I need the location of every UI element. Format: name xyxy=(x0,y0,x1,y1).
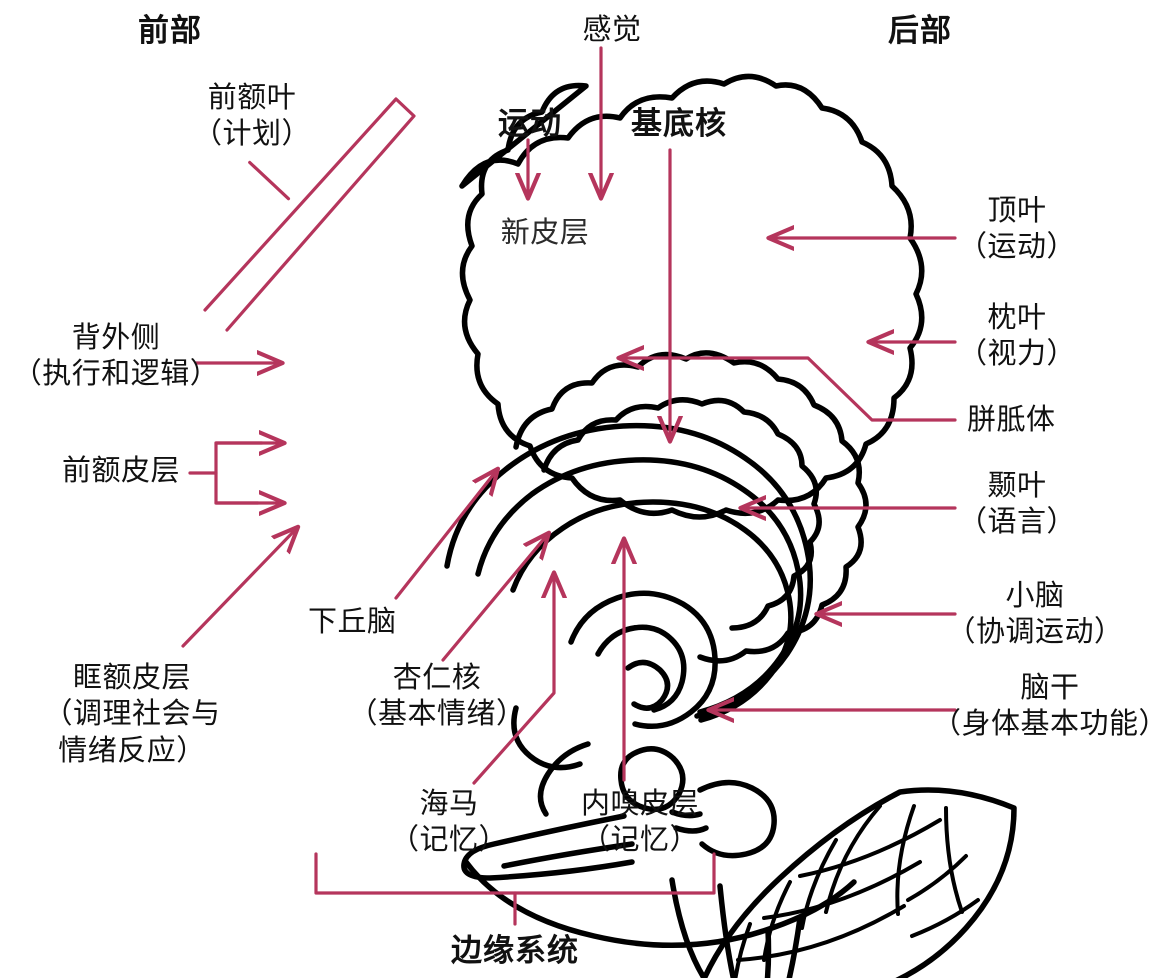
label-parietal-lobe-function: （运动） xyxy=(957,231,1077,264)
label-brainstem-function: （身体基本功能） xyxy=(931,708,1169,741)
thalamus-curl-outer xyxy=(568,590,718,729)
label-parietal-lobe: 顶叶 （运动） xyxy=(958,193,1076,266)
label-temporal-lobe: 颞叶 （语言） xyxy=(958,468,1076,541)
leader-limbic-bracket xyxy=(314,852,716,895)
label-hippocampus: 海马 （记忆） xyxy=(390,786,508,859)
label-entorhinal-cortex-title: 内嗅皮层 xyxy=(580,788,700,820)
label-sensory: 感觉 xyxy=(582,14,642,46)
label-hypothalamus: 下丘脑 xyxy=(308,606,397,638)
label-orbitofrontal-cortex-function-1: （调理社会与 xyxy=(43,698,221,731)
label-front-orientation: 前部 xyxy=(138,13,202,48)
label-orbitofrontal-cortex: 眶额皮层 （调理社会与 情绪反应） xyxy=(43,660,220,769)
label-hippocampus-title: 海马 xyxy=(419,788,479,820)
hypothalamus-bulb xyxy=(618,746,686,813)
cerebral-cortex-outline xyxy=(459,73,925,520)
leader-hypothalamus xyxy=(394,470,497,600)
label-occipital-lobe: 枕叶 （视力） xyxy=(958,300,1076,373)
cerebellum-outline xyxy=(701,787,1017,978)
label-temporal-lobe-function: （语言） xyxy=(957,506,1077,539)
label-corpus-callosum: 胼胝体 xyxy=(967,404,1056,436)
label-brainstem-title: 脑干 xyxy=(1020,672,1080,704)
brain-outline-group xyxy=(444,73,1017,978)
label-back-orientation: 后部 xyxy=(888,13,952,48)
label-dorsolateral: 背外侧 （执行和逻辑） xyxy=(13,320,220,393)
label-hippocampus-function: （记忆） xyxy=(389,824,509,857)
cingulate-gyrus-inner xyxy=(541,397,822,631)
midbrain-tongue-lower xyxy=(501,841,635,869)
label-motor: 运动 xyxy=(498,106,562,141)
midbrain-tongue xyxy=(461,813,635,881)
corpus-callosum-outer xyxy=(444,422,814,719)
pituitary-stalk xyxy=(669,809,703,819)
brainstem-left xyxy=(669,877,708,978)
label-limbic-system: 边缘系统 xyxy=(451,933,579,968)
label-prefrontal-lobe: 前额叶 （计划） xyxy=(193,80,311,153)
label-occipital-lobe-title: 枕叶 xyxy=(987,302,1047,334)
leader-orbitofrontal-cortex xyxy=(181,528,297,648)
anterior-commissure xyxy=(537,741,591,817)
label-parietal-lobe-title: 顶叶 xyxy=(987,195,1047,227)
leader-prefrontal-cortex-bracket xyxy=(214,441,264,505)
label-orbitofrontal-cortex-function-2: 情绪反应） xyxy=(58,734,206,767)
label-dorsolateral-title: 背外侧 xyxy=(71,322,161,354)
cingulate-gyrus-outline xyxy=(513,350,869,664)
leader-amygdala xyxy=(441,534,548,662)
label-orbitofrontal-cortex-title: 眶额皮层 xyxy=(72,662,192,694)
label-brainstem: 脑干 （身体基本功能） xyxy=(932,670,1168,743)
fornix-arc xyxy=(510,499,794,723)
label-occipital-lobe-function: （视力） xyxy=(957,338,1077,371)
label-entorhinal-cortex: 内嗅皮层 （记忆） xyxy=(581,786,699,859)
leader-prefrontal-lobe-bracket xyxy=(203,97,416,332)
label-amygdala: 杏仁核 （基本情绪） xyxy=(348,660,525,733)
label-neocortex: 新皮层 xyxy=(500,217,590,249)
label-temporal-lobe-title: 颞叶 xyxy=(987,470,1047,502)
label-amygdala-function: （基本情绪） xyxy=(348,698,526,731)
label-dorsolateral-function: （执行和逻辑） xyxy=(12,358,220,391)
leader-prefrontal-lobe-tick xyxy=(248,160,291,201)
label-amygdala-title: 杏仁核 xyxy=(392,662,482,694)
label-cerebellum-title: 小脑 xyxy=(1005,580,1065,612)
cerebellum-folia xyxy=(733,804,980,978)
leader-corpus-callosum xyxy=(620,358,957,422)
brainstem-right2 xyxy=(786,915,803,978)
leader-hippocampus xyxy=(472,574,554,785)
label-entorhinal-cortex-function: （记忆） xyxy=(580,824,700,857)
pituitary-stalk2 xyxy=(673,825,709,834)
septum-arm xyxy=(511,705,583,771)
brainstem-mid xyxy=(717,883,737,978)
label-cerebellum-function: （协调运动） xyxy=(946,616,1124,649)
label-prefrontal-lobe-title: 前额叶 xyxy=(207,82,297,114)
brainstem-right xyxy=(764,927,772,978)
thalamus-curl-inner xyxy=(595,624,687,713)
label-prefrontal-cortex: 前额皮层 xyxy=(61,455,180,487)
corpus-callosum-inner xyxy=(475,457,804,715)
leader-lines-group xyxy=(181,46,957,926)
label-cerebellum: 小脑 （协调运动） xyxy=(946,578,1123,651)
label-basal-ganglia: 基底核 xyxy=(631,106,727,141)
thalamus-core xyxy=(625,659,671,711)
label-prefrontal-lobe-function: （计划） xyxy=(192,118,312,151)
amygdala-blob xyxy=(697,779,777,859)
